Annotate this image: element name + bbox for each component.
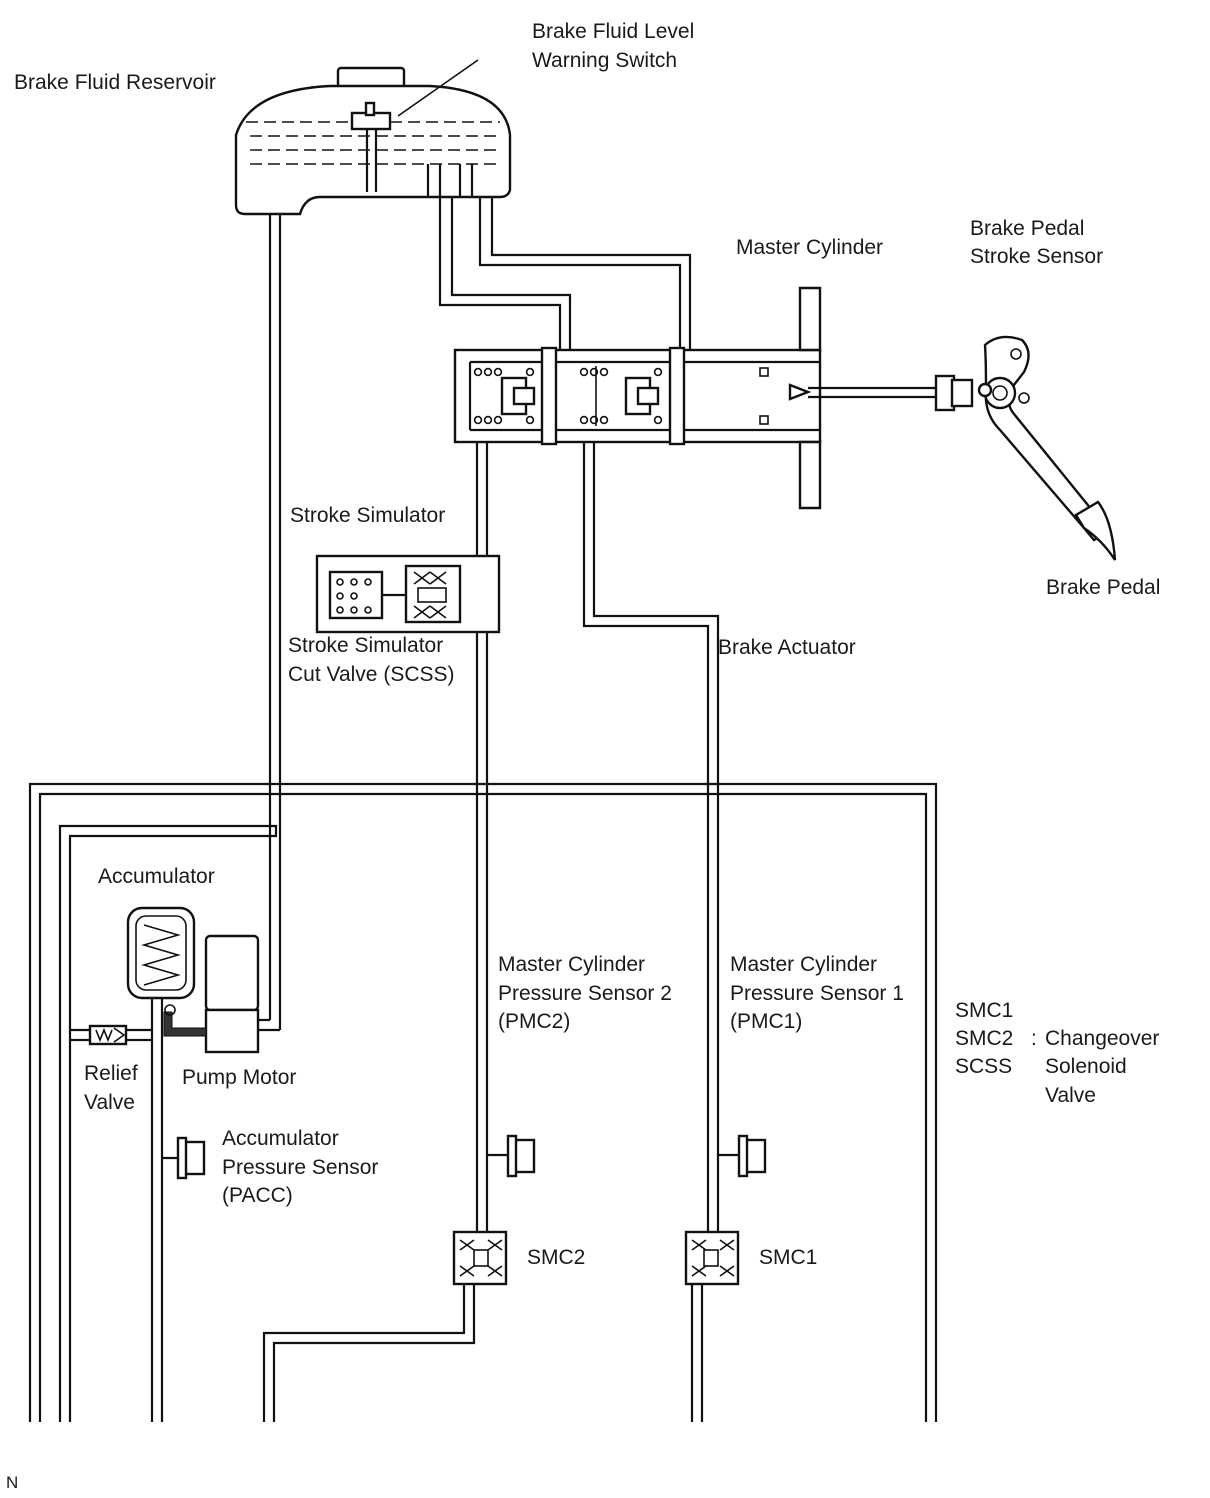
pump-motor <box>163 934 280 1054</box>
legend-desc-1: Changeover <box>1045 1027 1159 1050</box>
label-pump-motor: Pump Motor <box>182 1066 296 1089</box>
brake-actuator-body <box>28 782 938 1422</box>
legend-desc-3: Valve <box>1045 1084 1096 1107</box>
label-brake-fluid-reservoir: Brake Fluid Reservoir <box>14 71 216 94</box>
label-relief-valve-2: Valve <box>84 1091 135 1114</box>
label-pacc-3: (PACC) <box>222 1184 293 1207</box>
legend-code-smc1: SMC1 <box>955 999 1013 1022</box>
label-brake-actuator: Brake Actuator <box>718 636 856 659</box>
label-relief-valve-1: Relief <box>84 1062 138 1085</box>
corner-mark: N <box>6 1473 18 1492</box>
label-pmc2-2: Pressure Sensor 2 <box>498 982 672 1005</box>
pacc-sensor <box>162 1136 206 1180</box>
legend-code-scss: SCSS <box>955 1055 1012 1078</box>
legend-colon: : <box>1031 1027 1037 1050</box>
reservoir-pipes <box>268 197 692 1030</box>
label-pacc-1: Accumulator <box>222 1127 339 1150</box>
label-stroke-simulator: Stroke Simulator <box>290 504 445 527</box>
label-warning-switch-2: Warning Switch <box>532 49 677 72</box>
pmc2-sensor <box>487 1134 536 1178</box>
label-smc2: SMC2 <box>527 1246 585 1269</box>
label-pedal-stroke-sensor-2: Stroke Sensor <box>970 245 1103 268</box>
label-pmc1-2: Pressure Sensor 1 <box>730 982 904 1005</box>
pmc1-sensor <box>718 1134 767 1178</box>
label-pedal-stroke-sensor-1: Brake Pedal <box>970 217 1084 240</box>
label-warning-switch-1: Brake Fluid Level <box>532 20 694 43</box>
legend-code-smc2: SMC2 <box>955 1027 1013 1050</box>
smc2-valve <box>452 1230 508 1286</box>
label-pacc-2: Pressure Sensor <box>222 1156 378 1179</box>
master-cylinder <box>453 286 822 510</box>
label-pmc1-3: (PMC1) <box>730 1010 802 1033</box>
brake-fluid-reservoir <box>234 66 512 216</box>
brake-pedal-assembly <box>808 335 1117 561</box>
label-brake-pedal: Brake Pedal <box>1046 576 1160 599</box>
smc1-valve <box>684 1230 740 1286</box>
label-pmc2-3: (PMC2) <box>498 1010 570 1033</box>
brake-pedal-stroke-sensor <box>977 382 993 398</box>
label-smc1: SMC1 <box>759 1246 817 1269</box>
label-pmc2-1: Master Cylinder <box>498 953 645 976</box>
valve-legend: SMC1 SMC2 SCSS : Changeover Solenoid Val… <box>955 999 1159 1107</box>
accumulator <box>126 906 196 1422</box>
label-scss-2: Cut Valve (SCSS) <box>288 663 455 686</box>
label-accumulator: Accumulator <box>98 865 215 888</box>
label-scss-1: Stroke Simulator <box>288 634 443 657</box>
outlet-lines <box>262 1284 704 1422</box>
fluid-level-warning-switch <box>350 101 392 192</box>
label-master-cylinder: Master Cylinder <box>736 236 883 259</box>
relief-valve <box>70 1024 152 1046</box>
warning-switch-leader <box>397 59 479 117</box>
label-pmc1-1: Master Cylinder <box>730 953 877 976</box>
legend-desc-2: Solenoid <box>1045 1055 1127 1078</box>
scss-valve <box>404 564 462 624</box>
